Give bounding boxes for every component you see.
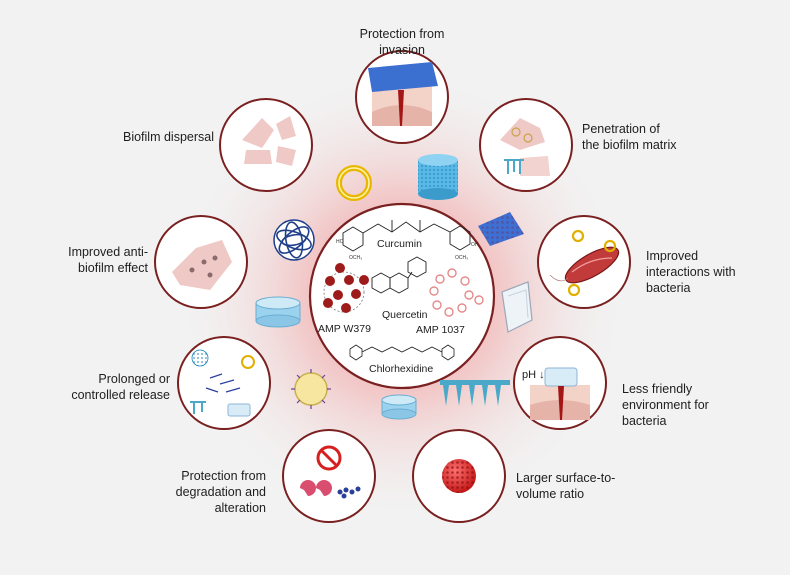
benefit-circle-less-friendly: [513, 336, 607, 430]
benefit-circle-protection-degradation: [282, 429, 376, 523]
microneedle-array-icon: [440, 380, 510, 406]
gel-disc-icon-bottom: [381, 394, 417, 420]
benefit-circle-improved-interactions: [537, 215, 631, 309]
quercetin-structure: [371, 256, 427, 294]
curcumin-structure: [342, 220, 471, 252]
svg-text:OCH₃: OCH₃: [455, 255, 468, 261]
benefit-circle-surface-to-volume: [412, 429, 506, 523]
benefit-label-surface-to-volume: Larger surface-to-volume ratio: [516, 471, 616, 501]
amp-1037-ring: [429, 268, 484, 317]
ph-decrease-label: pH ↓: [522, 369, 545, 381]
nanofiber-ball-icon: [273, 219, 315, 261]
compound-label-quercetin: Quercetin: [382, 309, 428, 321]
compound-label-amp-w379: AMP W379: [318, 323, 371, 335]
benefit-label-biofilm-dispersal: Biofilm dispersal: [122, 130, 214, 144]
svg-text:OCH₃: OCH₃: [349, 255, 362, 261]
benefit-label-anti-biofilm: Improved anti-biofilm effect: [68, 245, 148, 275]
gel-disc-icon-left: [255, 296, 301, 328]
compound-label-amp-1037: AMP 1037: [416, 324, 465, 336]
hydrogel-cylinder-icon: [418, 154, 458, 200]
benefit-circle-protection-from-invasion: [355, 50, 449, 144]
benefit-circle-prolonged-release: [177, 336, 271, 430]
benefit-circle-anti-biofilm: [154, 215, 248, 309]
svg-text:HO: HO: [336, 239, 344, 245]
compound-label-curcumin: Curcumin: [377, 238, 422, 250]
chlorhexidine-structure: [349, 344, 455, 361]
benefit-circle-biofilm-dispersal: [219, 98, 313, 192]
amp-w379-cluster: [323, 263, 369, 313]
svg-text:OH: OH: [471, 242, 479, 248]
spiky-nanoparticle-icon: [291, 369, 331, 409]
benefit-circle-penetration: [479, 98, 573, 192]
compound-label-chlorhexidine: Chlorhexidine: [369, 363, 433, 375]
film-membrane-icon: [501, 281, 533, 333]
center-compounds-circle: HO OH OCH₃ OCH₃: [308, 202, 496, 390]
patch-sheet-icon: [478, 212, 524, 246]
liposome-ring-icon: [336, 165, 372, 201]
